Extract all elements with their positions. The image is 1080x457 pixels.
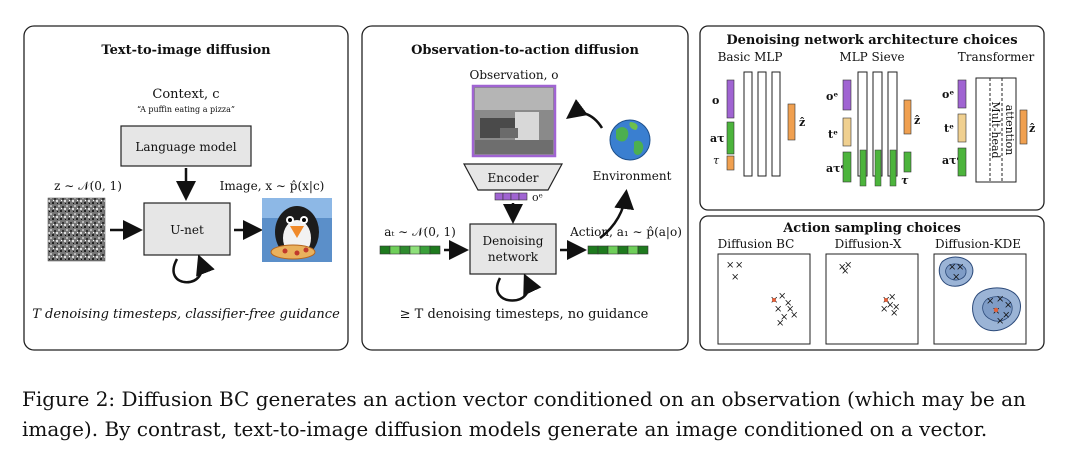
figure-caption: Figure 2: Diffusion BC generates an acti… [22, 387, 1026, 441]
basic-mlp-a-label: aτ [710, 132, 725, 145]
basic-mlp-diagram: o aτ τ ẑ [710, 71, 805, 177]
unet-loop-arrow [172, 254, 215, 284]
svg-text:×: × [790, 310, 798, 321]
language-model-label: Language model [135, 140, 236, 154]
svg-text:×: × [844, 260, 852, 271]
panel3-title: Denoising network architecture choices [726, 33, 1017, 48]
mlp-sieve-diagram: oᵉ tᵉ aτᵉ ẑ τ [826, 71, 920, 187]
encoder-box [462, 163, 564, 191]
svg-text:×: × [892, 302, 900, 313]
action-label: Action, a₁ ∼ p̂(a|o) [569, 225, 682, 239]
tf-attention-label-2: attention [1003, 105, 1016, 156]
panel-action-sampling: Action sampling choices Diffusion BC Dif… [699, 215, 1045, 351]
svg-text:×: × [996, 294, 1004, 305]
sampling-col-diffusion-x: Diffusion-X [835, 237, 902, 251]
tf-te-label: tᵉ [944, 122, 954, 135]
environment-globe-icon [609, 119, 651, 161]
panel-architecture-choices: Denoising network architecture choices B… [699, 25, 1045, 211]
arch-col-mlp-sieve: MLP Sieve [839, 50, 904, 64]
svg-text:×: × [952, 272, 960, 283]
panel1-title: Text-to-image diffusion [101, 43, 271, 58]
network-loop-arrow [496, 273, 542, 302]
language-model-box [120, 125, 252, 167]
arch-col-basic-mlp: Basic MLP [718, 50, 783, 64]
svg-text:×: × [1002, 310, 1010, 321]
svg-text:×: × [880, 304, 888, 315]
panel2-title: Observation-to-action diffusion [411, 43, 639, 58]
denoising-network-label-1: Denoising [483, 234, 544, 248]
transformer-diagram: oᵉ tᵉ aτᵉ Mult-head attention ẑ [942, 77, 1035, 183]
sampling-plot-diffusion-bc: × × × × × × × × × × × [717, 253, 811, 345]
noise-label: z ∼ 𝒩(0, 1) [54, 179, 122, 193]
denoising-network-box [469, 223, 557, 275]
basic-mlp-o-label: o [712, 94, 719, 107]
clean-action-vector [587, 245, 649, 255]
svg-text:×: × [731, 272, 739, 283]
panel2-footer: ≥ T denoising timesteps, no guidance [400, 307, 649, 322]
oe-vector [494, 192, 528, 201]
encoder-label: Encoder [488, 171, 539, 185]
svg-text:×: × [726, 260, 734, 271]
observation-image [471, 84, 557, 158]
panel-text-to-image: Text-to-image diffusion Context, c “A pu… [23, 25, 349, 351]
environment-label: Environment [593, 169, 672, 183]
svg-text:×: × [774, 304, 782, 315]
env-to-observation-arrow [565, 99, 604, 129]
sieve-z-label: ẑ [914, 114, 920, 127]
unet-box [143, 202, 231, 256]
svg-text:×: × [784, 298, 792, 309]
sieve-ae-label: aτᵉ [826, 162, 846, 175]
svg-text:×: × [956, 262, 964, 273]
sampling-col-diffusion-bc: Diffusion BC [718, 237, 795, 251]
svg-text:×: × [786, 304, 794, 315]
svg-text:×: × [996, 316, 1004, 327]
sieve-oe-label: oᵉ [826, 90, 838, 103]
context-label: Context, c [152, 87, 219, 102]
figure-diagram: Text-to-image diffusion Context, c “A pu… [23, 25, 1045, 351]
sieve-tau-label: τ [901, 174, 909, 187]
denoising-network-label-2: network [488, 250, 539, 264]
action-to-env-arrow [599, 189, 635, 239]
svg-text:×: × [838, 262, 846, 273]
sampling-col-diffusion-kde: Diffusion-KDE [935, 237, 1021, 251]
unet-label: U-net [170, 223, 204, 237]
observation-label: Observation, o [470, 68, 559, 82]
noisy-action-vector [379, 245, 441, 255]
context-example: “A puffin eating a pizza” [137, 105, 235, 114]
tf-attention-label-1: Mult-head [989, 101, 1002, 158]
svg-text:×: × [778, 291, 786, 302]
basic-mlp-tau-label: τ [713, 154, 720, 167]
oe-label: oᵉ [532, 191, 543, 204]
panel-observation-to-action: Observation-to-action diffusion Observat… [361, 25, 689, 351]
sieve-te-label: tᵉ [828, 128, 838, 141]
basic-mlp-z-label: ẑ [799, 116, 805, 129]
sampling-plot-diffusion-kde: × × × × × × × × × [933, 253, 1027, 345]
svg-text:×: × [888, 292, 896, 303]
action-noise-label: aₜ ∼ 𝒩(0, 1) [384, 225, 456, 239]
tf-oe-label: oᵉ [942, 88, 954, 101]
svg-text:×: × [890, 308, 898, 319]
puffin-image [262, 198, 332, 262]
svg-text:×: × [886, 300, 894, 311]
tf-z-label: ẑ [1029, 122, 1035, 135]
noise-image [47, 197, 106, 262]
svg-text:×: × [986, 296, 994, 307]
svg-text:×: × [948, 262, 956, 273]
svg-text:×: × [1004, 300, 1012, 311]
svg-text:×: × [841, 266, 849, 277]
sampling-plot-diffusion-x: × × × × × × × × × [825, 253, 919, 345]
svg-text:×: × [776, 318, 784, 329]
svg-text:×: × [735, 260, 743, 271]
arch-col-transformer: Transformer [958, 50, 1035, 64]
tf-ae-label: aτᵉ [942, 154, 962, 167]
panel1-footer: T denoising timesteps, classifier-free g… [32, 307, 340, 322]
panel4-title: Action sampling choices [782, 221, 961, 236]
svg-text:×: × [780, 312, 788, 323]
image-label: Image, x ∼ p̂(x|c) [220, 179, 325, 193]
